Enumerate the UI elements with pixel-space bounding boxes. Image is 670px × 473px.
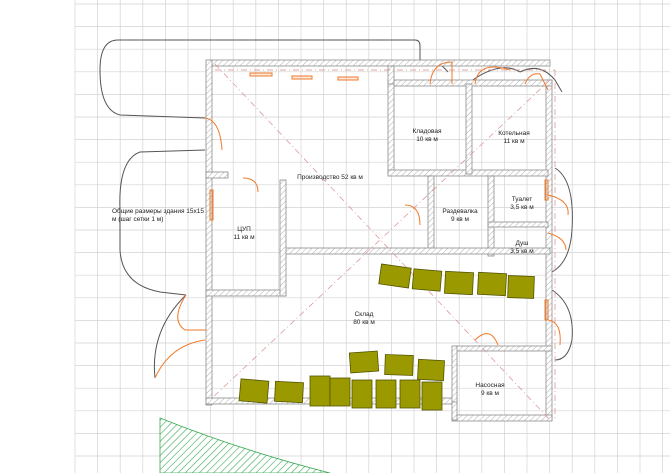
room-area: 10 кв м	[416, 136, 438, 143]
room-area: 80 кв м	[353, 319, 375, 326]
pallet	[507, 275, 535, 299]
pallet	[411, 268, 443, 292]
pallet	[417, 358, 445, 382]
room-label-nasosnaya: Насосная 9 кв м	[468, 382, 512, 398]
room-name: Туалет	[511, 196, 533, 203]
room-name: Насосная	[475, 382, 505, 389]
room-area: 3,5 кв м	[510, 204, 534, 211]
doors	[154, 61, 569, 379]
diagonal-guides	[209, 63, 556, 421]
room-name: Кладовая	[412, 128, 442, 135]
pallet	[309, 375, 331, 407]
pallets	[238, 263, 535, 411]
pallet	[384, 354, 414, 376]
walls	[205, 59, 553, 422]
room-label-kotelnaya: Котельная 11 кв м	[492, 130, 536, 146]
building-size-note: Общие размеры здания 15х15 м (шаг сетки …	[112, 208, 222, 224]
room-area: 3,5 кв м	[510, 248, 534, 255]
room-area: 11 кв м	[503, 138, 525, 145]
room-name: Склад	[354, 311, 374, 318]
room-label-tualet: Туалет 3,5 кв м	[502, 196, 542, 212]
pallet	[274, 380, 304, 404]
pallet	[477, 271, 507, 297]
pallet	[351, 379, 373, 409]
room-name: Раздевалка	[442, 208, 478, 215]
room-area: 11 кв м	[233, 234, 255, 241]
room-label-dush: Душ 3,5 кв м	[502, 240, 542, 256]
room-name: Производство 52 кв м	[297, 174, 363, 181]
room-label-kladovaya: Кладовая 10 кв м	[405, 128, 449, 144]
room-name: ЦУП	[237, 226, 251, 233]
pallet	[238, 378, 270, 404]
room-area: 9 кв м	[451, 216, 469, 223]
room-label-razdevalka: Раздевалка 9 кв м	[434, 208, 486, 224]
pallet	[421, 381, 443, 411]
pallet	[378, 263, 412, 289]
note-line-1: Общие размеры здания 15х15	[112, 208, 204, 215]
green-area	[159, 417, 331, 473]
note-line-2: м (шаг сетки 1 м)	[112, 216, 164, 223]
room-label-sklad: Склад 80 кв м	[344, 311, 384, 327]
room-label-cup: ЦУП 11 кв м	[226, 226, 262, 242]
room-area: 9 кв м	[481, 390, 499, 397]
room-label-proizvodstvo: Производство 52 кв м	[285, 174, 375, 182]
pallet	[348, 350, 380, 374]
pallet	[399, 379, 421, 409]
pallet	[444, 270, 474, 296]
pallet	[329, 377, 351, 407]
pallet	[375, 379, 397, 409]
room-name: Котельная	[498, 130, 530, 137]
room-name: Душ	[515, 240, 529, 247]
